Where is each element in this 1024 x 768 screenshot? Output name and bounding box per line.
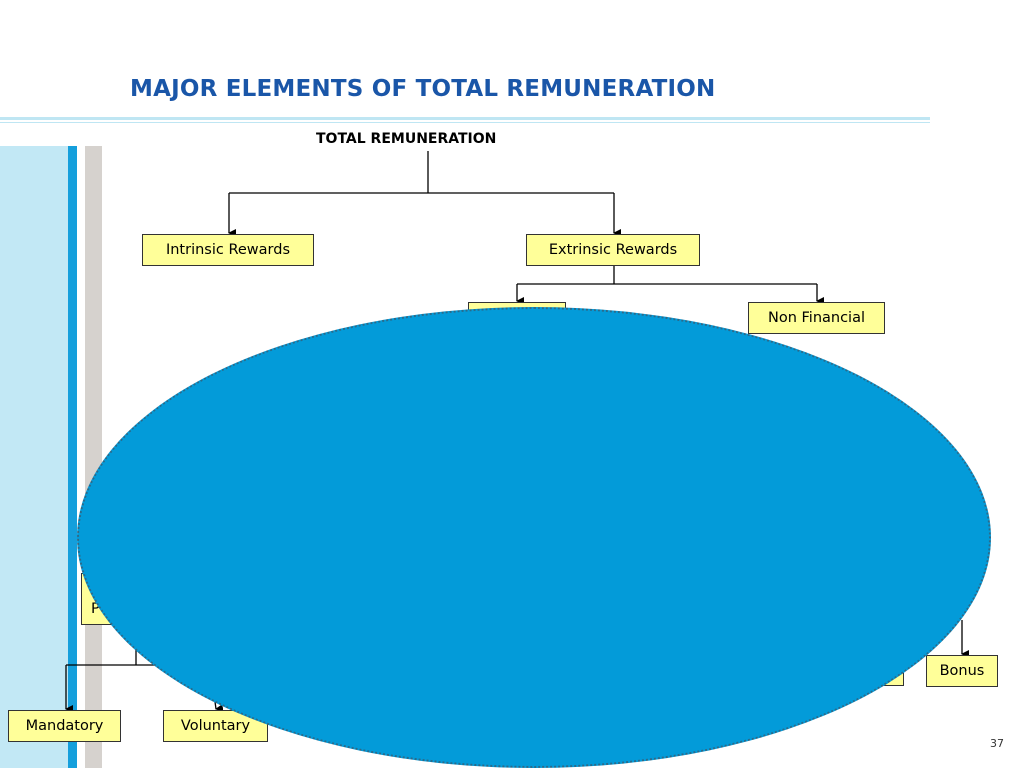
side-band-gap	[77, 146, 85, 768]
node-intrinsic-rewards: Intrinsic Rewards	[142, 234, 314, 266]
node-bonus: Bonus	[926, 655, 998, 687]
side-band-light	[0, 146, 68, 768]
title-rule	[0, 117, 930, 120]
title-rule-thin	[0, 122, 930, 123]
side-band-blue	[68, 146, 77, 768]
node-mandatory: Mandatory	[8, 710, 121, 742]
overlay-oval-shape	[77, 307, 991, 768]
slide-title: MAJOR ELEMENTS OF TOTAL REMUNERATION	[130, 76, 716, 102]
node-extrinsic-rewards: Extrinsic Rewards	[526, 234, 700, 266]
page-number: 37	[990, 737, 1004, 750]
node-non-financial: Non Financial	[748, 302, 885, 334]
root-node-total-remuneration: TOTAL REMUNERATION	[316, 131, 497, 147]
